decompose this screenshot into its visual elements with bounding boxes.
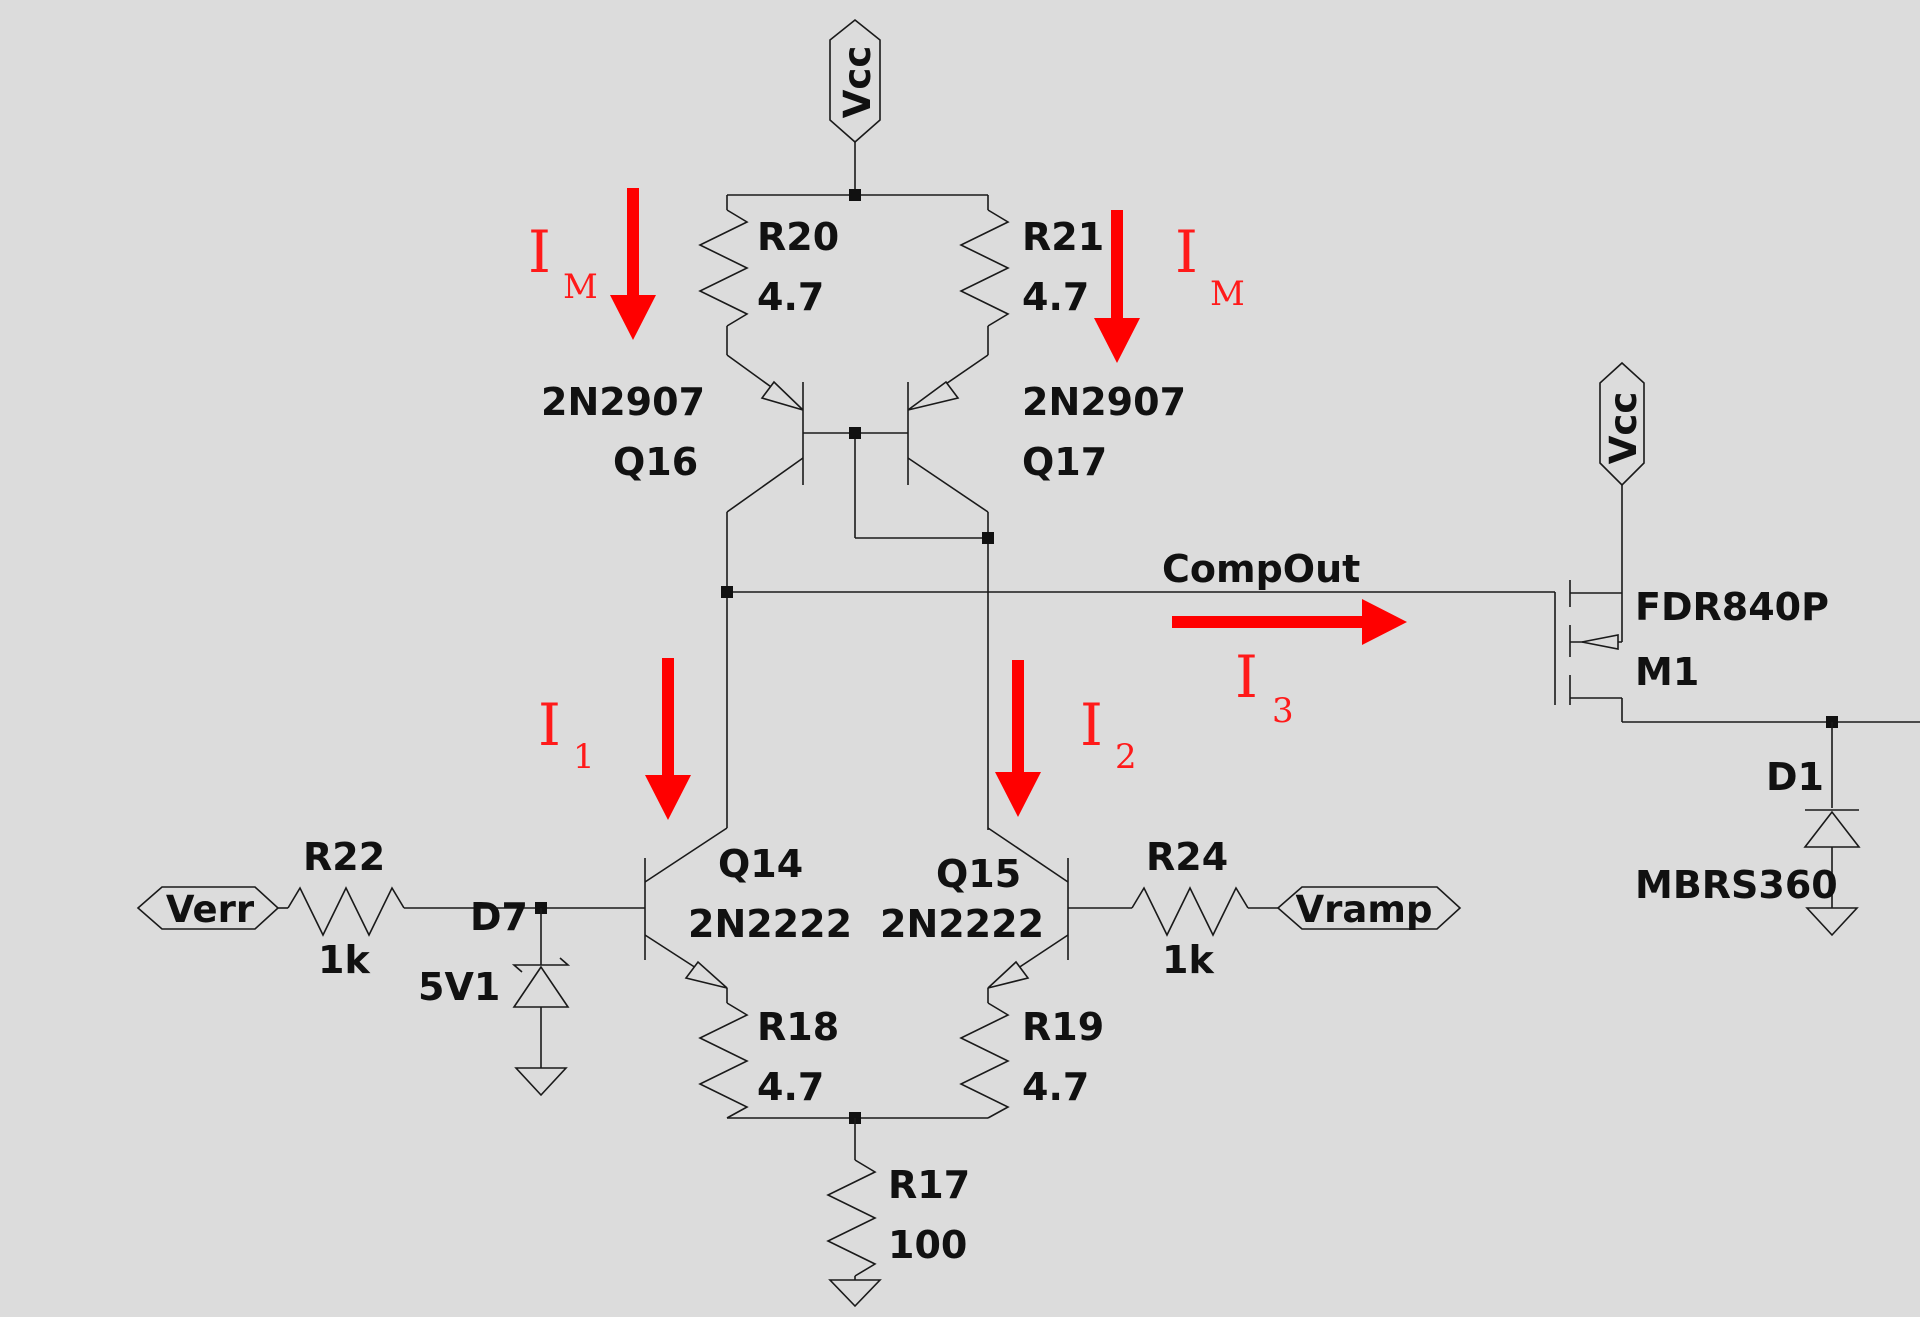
mirror-base-wiring xyxy=(803,427,994,830)
compout-net: CompOut xyxy=(721,547,1555,828)
resistor-r17: R17 100 xyxy=(727,1112,988,1308)
q17-ref: Q17 xyxy=(1022,440,1107,484)
zener-d7: D7 5V1 xyxy=(418,895,571,1097)
transistor-q14: Q14 2N2222 xyxy=(644,827,852,1003)
q15-model: 2N2222 xyxy=(880,902,1044,946)
d7-value: 5V1 xyxy=(418,965,500,1009)
q16-ref: Q16 xyxy=(613,440,698,484)
i2-label: I xyxy=(1080,691,1103,759)
compout-label: CompOut xyxy=(1162,547,1360,591)
verr-port: Verr xyxy=(136,886,280,931)
vcc-rail xyxy=(726,142,989,210)
diode-d1: D1 MBRS360 xyxy=(1622,716,1920,937)
r22-ref: R22 xyxy=(303,835,385,879)
vcc-port-right-label: Vcc xyxy=(1602,392,1645,465)
im-left-label: I xyxy=(528,218,551,286)
i1-sub: 1 xyxy=(573,737,595,777)
vcc-port-right: Vcc xyxy=(1599,361,1645,487)
resistor-r22: R22 1k xyxy=(278,835,645,982)
current-arrow-i2: I 2 xyxy=(995,660,1137,817)
r24-value: 1k xyxy=(1162,938,1214,982)
q14-model: 2N2222 xyxy=(688,902,852,946)
transistor-q15: Q15 2N2222 xyxy=(880,827,1069,1003)
d7-ref: D7 xyxy=(470,895,528,939)
r24-ref: R24 xyxy=(1146,835,1228,879)
current-arrow-i1: I 1 xyxy=(538,658,691,820)
current-arrow-i3: I 3 xyxy=(1172,599,1407,731)
m1-ref: M1 xyxy=(1635,650,1699,694)
resistor-r18: R18 4.7 xyxy=(698,1002,839,1119)
q17-model: 2N2907 xyxy=(1022,380,1186,424)
r18-ref: R18 xyxy=(757,1005,839,1049)
resistor-r21: R21 4.7 xyxy=(959,209,1104,355)
r18-value: 4.7 xyxy=(757,1065,824,1109)
r20-ref: R20 xyxy=(757,215,839,259)
im-left-sub: M xyxy=(563,267,598,307)
r19-value: 4.7 xyxy=(1022,1065,1089,1109)
r17-ref: R17 xyxy=(888,1163,970,1207)
im-right-sub: M xyxy=(1210,274,1245,314)
i3-label: I xyxy=(1235,643,1258,711)
vramp-port: Vramp xyxy=(1276,886,1462,931)
transistor-q17: 2N2907 Q17 xyxy=(907,354,1186,538)
q16-model: 2N2907 xyxy=(541,380,705,424)
i1-label: I xyxy=(538,691,561,759)
resistor-r19: R19 4.7 xyxy=(959,1002,1104,1119)
vcc-port-top-label: Vcc xyxy=(836,46,879,119)
current-arrow-im-left: I M xyxy=(528,188,656,340)
current-arrow-im-right: I M xyxy=(1094,210,1245,363)
resistor-r24: R24 1k xyxy=(1068,835,1278,982)
im-right-label: I xyxy=(1175,218,1198,286)
vramp-port-label: Vramp xyxy=(1296,888,1433,931)
r17-value: 100 xyxy=(888,1223,967,1267)
transistor-q16: 2N2907 Q16 xyxy=(541,354,804,592)
r20-value: 4.7 xyxy=(757,275,824,319)
d1-model: MBRS360 xyxy=(1635,863,1838,907)
r22-value: 1k xyxy=(318,938,370,982)
m1-model: FDR840P xyxy=(1635,585,1829,629)
verr-port-label: Verr xyxy=(166,888,255,931)
r19-ref: R19 xyxy=(1022,1005,1104,1049)
mosfet-m1: FDR840P M1 xyxy=(1554,475,1829,722)
r21-ref: R21 xyxy=(1022,215,1104,259)
vcc-port-top: Vcc xyxy=(829,18,881,144)
r21-value: 4.7 xyxy=(1022,275,1089,319)
q15-ref: Q15 xyxy=(936,852,1021,896)
q14-ref: Q14 xyxy=(718,842,803,886)
i2-sub: 2 xyxy=(1115,737,1137,777)
i3-sub: 3 xyxy=(1272,691,1294,731)
resistor-r20: R20 4.7 xyxy=(698,209,839,355)
d1-ref: D1 xyxy=(1766,755,1824,799)
